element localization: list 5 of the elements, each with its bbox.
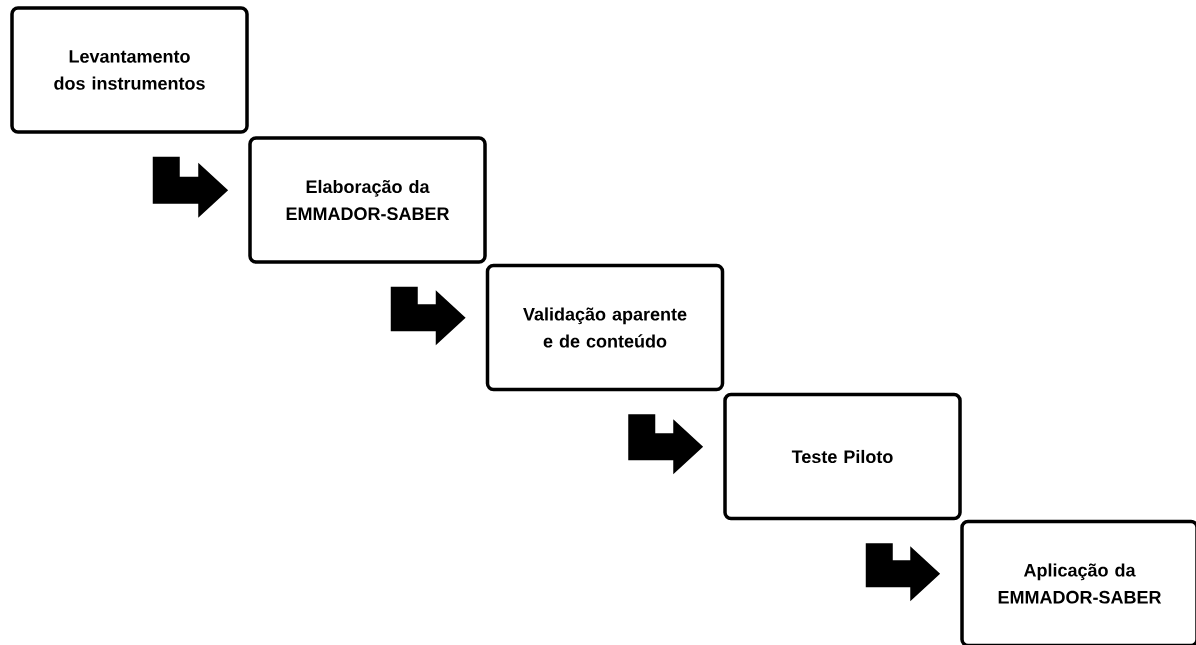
process-box: Elaboração da EMMADOR-SABER	[248, 136, 487, 264]
process-box: Validação aparente e de conteúdo	[485, 263, 725, 392]
process-box: Levantamento dos instrumentos	[10, 6, 249, 134]
process-box: Teste Piloto	[723, 392, 962, 521]
process-box: Aplicação da EMMADOR-SABER	[960, 519, 1196, 645]
